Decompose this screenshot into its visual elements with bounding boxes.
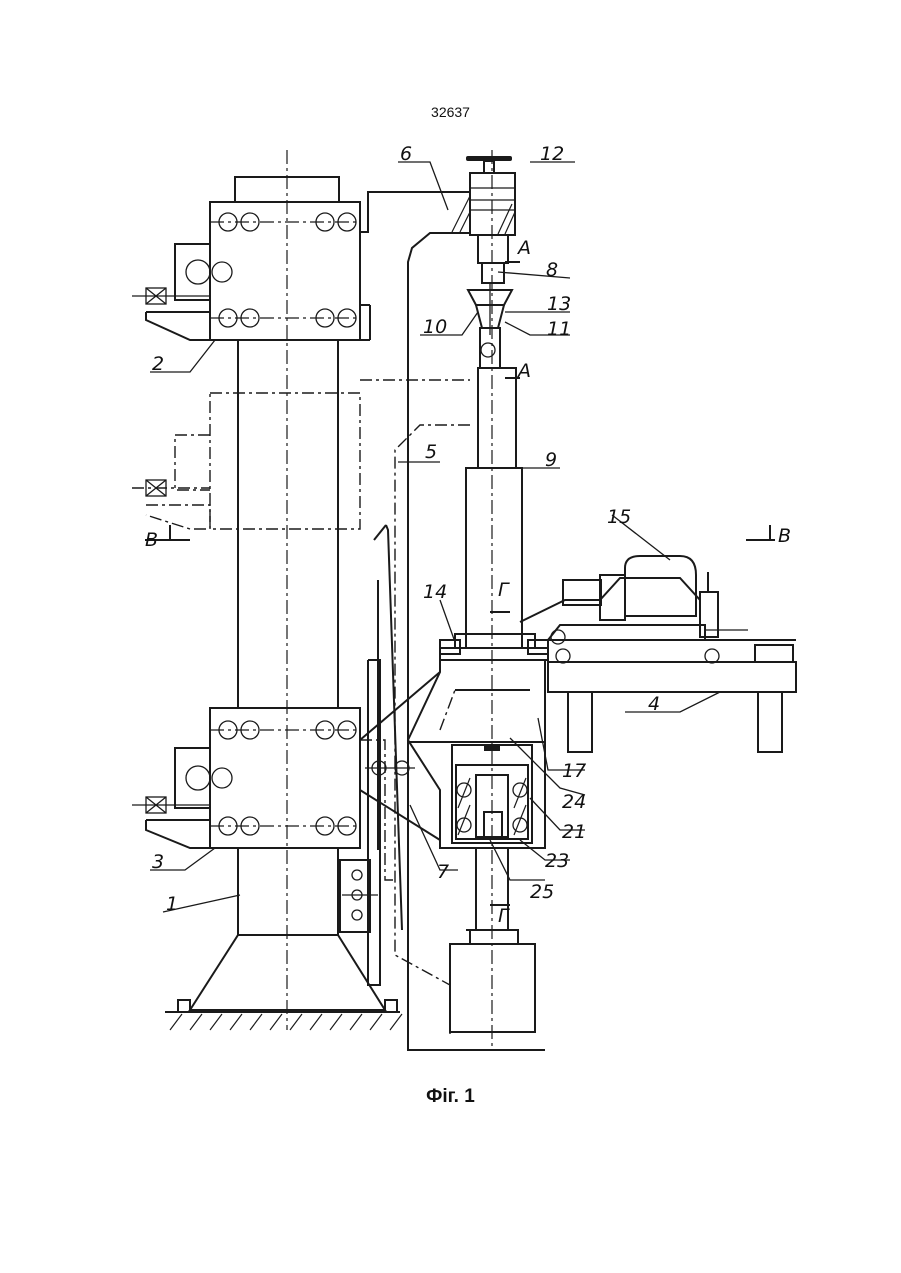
column-assembly <box>165 150 402 1030</box>
callout-2: 2 <box>152 353 164 375</box>
spindle-assembly <box>440 150 548 1050</box>
callout-6: 6 <box>400 143 412 165</box>
callout-8: 8 <box>546 259 558 281</box>
section-mark-g-lower: Г <box>498 905 510 927</box>
section-markers <box>145 262 775 905</box>
leader-lines <box>150 162 720 912</box>
callout-24: 24 <box>562 791 586 813</box>
figure-caption: Фіг. 1 <box>0 1086 901 1108</box>
callout-23: 23 <box>545 850 569 872</box>
upper-carriage <box>132 202 370 340</box>
arm-beam <box>360 192 545 1050</box>
callout-25: 25 <box>530 881 554 903</box>
section-mark-g-upper: Г <box>498 579 510 601</box>
section-mark-a-upper: A <box>516 237 531 259</box>
section-mark-a-lower: A <box>516 360 531 382</box>
callout-3: 3 <box>152 851 164 873</box>
callout-12: 12 <box>540 143 564 165</box>
callout-7: 7 <box>437 861 449 883</box>
callout-5: 5 <box>425 441 437 463</box>
callout-14: 14 <box>423 581 447 603</box>
callout-13: 13 <box>547 293 571 315</box>
callout-1: 1 <box>166 893 178 915</box>
callout-21: 21 <box>562 821 586 843</box>
callout-15: 15 <box>607 506 631 528</box>
section-mark-b-right: B <box>778 525 791 547</box>
callout-10: 10 <box>423 316 447 338</box>
callout-11: 11 <box>547 318 571 340</box>
callout-4: 4 <box>648 693 660 715</box>
callout-9: 9 <box>545 449 557 471</box>
section-mark-b-left: B <box>145 529 158 551</box>
phantom-carriage <box>132 393 360 529</box>
callout-17: 17 <box>562 760 586 782</box>
table-assembly <box>520 556 796 752</box>
